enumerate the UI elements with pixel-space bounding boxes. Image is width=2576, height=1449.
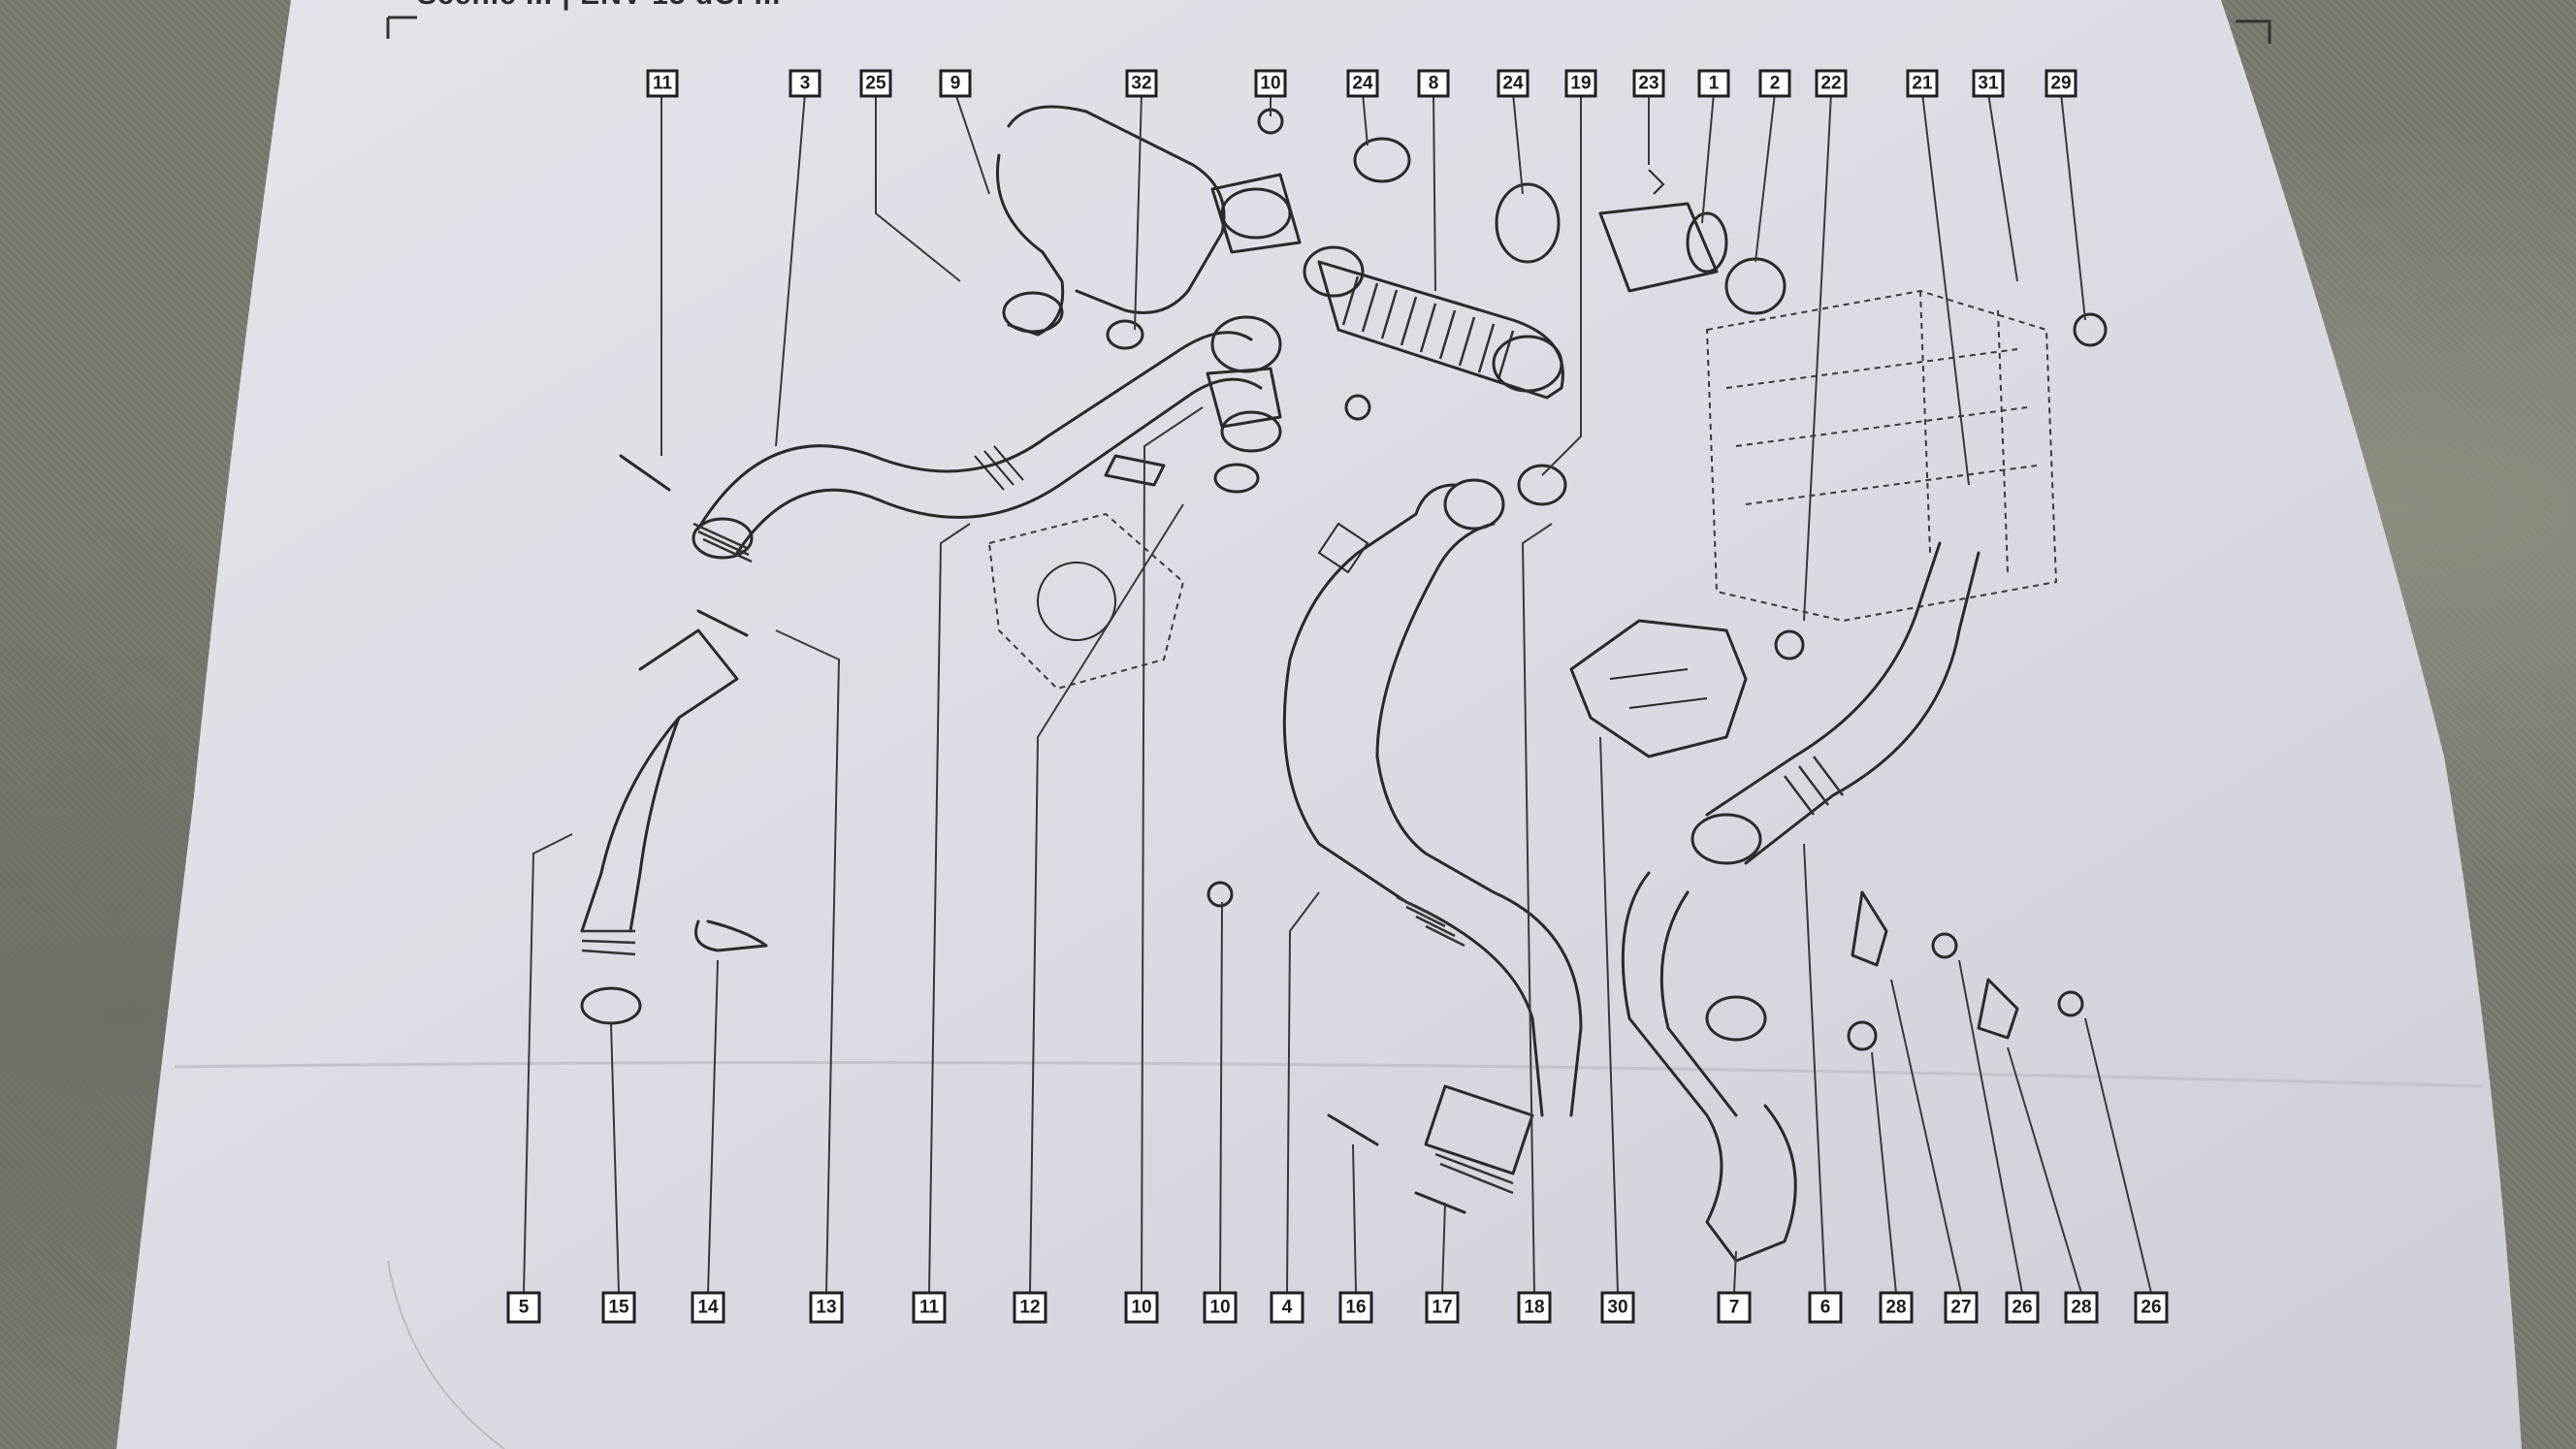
svg-text:18: 18	[1524, 1298, 1544, 1318]
callout-bottom-20: 26	[2134, 1291, 2169, 1324]
svg-text:29: 29	[2050, 74, 2071, 94]
svg-text:15: 15	[608, 1298, 629, 1318]
svg-text:9: 9	[950, 74, 961, 94]
svg-text:22: 22	[1820, 74, 1841, 94]
svg-text:24: 24	[1352, 74, 1373, 94]
svg-text:23: 23	[1638, 74, 1658, 94]
svg-text:28: 28	[1885, 1298, 1906, 1318]
svg-text:3: 3	[800, 74, 811, 94]
callout-top-4: 9	[939, 69, 972, 98]
svg-text:8: 8	[1429, 74, 1439, 94]
callout-top-17: 29	[2045, 69, 2077, 98]
callout-top-2: 3	[789, 69, 821, 98]
svg-text:11: 11	[653, 74, 673, 94]
alternator-12	[987, 512, 1185, 691]
svg-text:19: 19	[1570, 74, 1591, 94]
callout-bottom-2: 15	[601, 1291, 636, 1324]
engine-block	[1705, 289, 2058, 623]
lower-pipe-5	[580, 628, 739, 1025]
outlet-pipe-6	[1690, 541, 1980, 865]
svg-text:10: 10	[1260, 74, 1280, 94]
callout-top-9: 24	[1497, 69, 1530, 98]
callout-bottom-14: 7	[1717, 1291, 1752, 1324]
flex-hose-8	[1210, 173, 1564, 400]
callout-top-10: 19	[1564, 69, 1597, 98]
svg-text:26: 26	[2012, 1298, 2032, 1318]
leader-lines-top	[660, 92, 2086, 622]
callout-bottom-4: 13	[809, 1291, 844, 1324]
svg-text:7: 7	[1729, 1298, 1740, 1318]
intercooler-pipe-4	[1282, 478, 1583, 1195]
callout-top-16: 31	[1972, 69, 2005, 98]
callout-top-13: 2	[1758, 69, 1791, 98]
callout-bottom-3: 14	[691, 1291, 725, 1324]
svg-text:31: 31	[1978, 74, 1999, 94]
clamp-rings-24	[1213, 137, 1787, 506]
callout-top-15: 21	[1906, 69, 1939, 98]
document-header: Scenic III | ENV 15 dCi ...	[417, 0, 782, 12]
callout-top-11: 23	[1632, 69, 1665, 98]
svg-text:25: 25	[865, 74, 886, 94]
svg-text:11: 11	[919, 1298, 940, 1318]
callout-bottom-5: 11	[912, 1291, 947, 1324]
svg-text:27: 27	[1950, 1298, 1971, 1318]
turbo-cover-30	[1569, 619, 1748, 758]
svg-text:10: 10	[1209, 1298, 1230, 1318]
svg-text:21: 21	[1912, 74, 1933, 94]
callout-bottom-17: 27	[1944, 1291, 1979, 1324]
callout-top-6: 10	[1254, 69, 1287, 98]
callout-bottom-12: 18	[1517, 1291, 1552, 1324]
elbow-pipe-9	[995, 105, 1226, 350]
svg-text:10: 10	[1131, 1298, 1151, 1318]
svg-text:16: 16	[1345, 1298, 1366, 1318]
callout-top-14: 22	[1815, 69, 1848, 98]
sensor-1	[1598, 169, 1728, 293]
callout-bottom-7: 10	[1124, 1291, 1159, 1324]
callout-bottom-8: 10	[1203, 1291, 1238, 1324]
callout-top-8: 8	[1417, 69, 1450, 98]
callout-top-3: 25	[859, 69, 892, 98]
callout-top-1: 11	[646, 69, 679, 98]
svg-text:5: 5	[519, 1298, 530, 1318]
bracket-pipe-7	[1621, 871, 1797, 1263]
callout-bottom-18: 26	[2005, 1291, 2040, 1324]
svg-text:28: 28	[2071, 1298, 2091, 1318]
callout-bottom-10: 16	[1338, 1291, 1373, 1324]
svg-text:1: 1	[1709, 74, 1720, 94]
svg-text:13: 13	[816, 1298, 836, 1318]
callout-top-7: 24	[1346, 69, 1379, 98]
svg-text:24: 24	[1502, 74, 1524, 94]
pipe-3-upper-hose	[692, 315, 1282, 564]
svg-text:6: 6	[1820, 1298, 1831, 1318]
callout-bottom-1: 5	[506, 1291, 541, 1324]
callout-bottom-11: 17	[1425, 1291, 1460, 1324]
svg-text:26: 26	[2141, 1298, 2161, 1318]
callout-top-5: 32	[1125, 69, 1158, 98]
svg-text:30: 30	[1607, 1298, 1627, 1318]
clips-and-small-parts	[619, 108, 2108, 1214]
svg-text:17: 17	[1432, 1298, 1452, 1318]
svg-text:2: 2	[1770, 74, 1781, 94]
callout-bottom-6: 12	[1013, 1291, 1047, 1324]
svg-text:14: 14	[697, 1298, 719, 1318]
callout-bottom-19: 28	[2064, 1291, 2099, 1324]
svg-text:4: 4	[1282, 1298, 1293, 1318]
callout-bottom-9: 4	[1270, 1291, 1304, 1324]
leader-lines-bottom	[523, 406, 2152, 1294]
callout-bottom-15: 6	[1808, 1291, 1843, 1324]
svg-text:32: 32	[1131, 74, 1151, 94]
callout-bottom-13: 30	[1600, 1291, 1635, 1324]
svg-text:12: 12	[1019, 1298, 1040, 1318]
callout-bottom-16: 28	[1879, 1291, 1914, 1324]
callout-top-12: 1	[1697, 69, 1730, 98]
